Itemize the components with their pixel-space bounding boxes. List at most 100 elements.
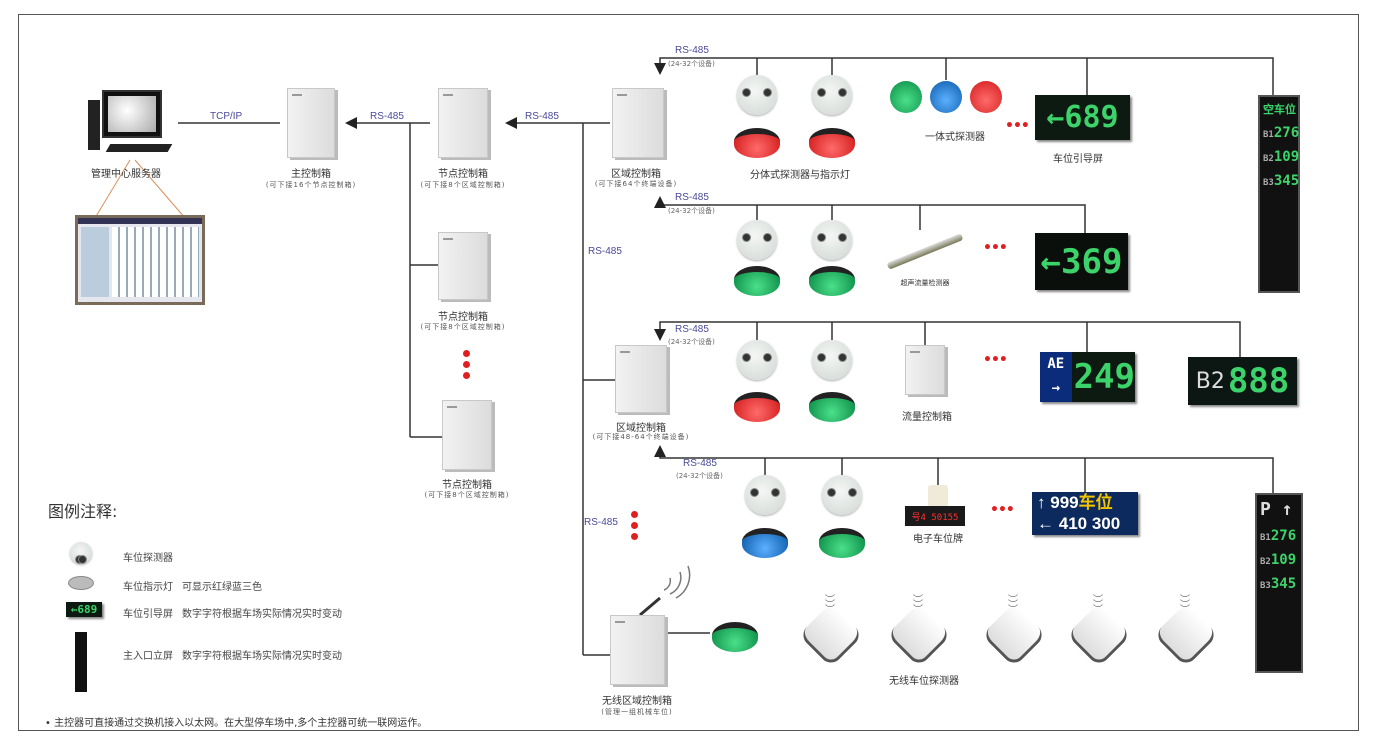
bus-1: [654, 57, 1274, 95]
totem-floor: B1: [1260, 533, 1271, 543]
node-box-label: 节点控制箱: [438, 169, 488, 180]
bus-capacity: (24-32个设备): [668, 207, 715, 215]
more-dot: [631, 533, 638, 540]
indicator-lamp-green: [819, 528, 865, 558]
guide-screen-label: 车位引导屏: [1053, 154, 1103, 165]
guide-screen-blue: ↑ 999车位 ← 410 300 →: [1032, 492, 1138, 554]
node-box-sub: (可下接8个区域控制箱): [420, 181, 506, 189]
signal-icon: ︶︶︶: [913, 595, 923, 616]
totem-floor: B2: [1263, 154, 1274, 164]
bus-3: [654, 321, 1241, 357]
server-computer: [88, 90, 178, 160]
totem-count: 109: [1270, 552, 1297, 568]
more-dot: [463, 361, 470, 368]
screen-arrow: →: [1051, 380, 1060, 396]
indicator-lamp-red: [809, 128, 855, 158]
screen-count: 999: [1050, 493, 1079, 512]
legend-detector-icon: [70, 542, 92, 564]
signal-icon: ︶︶︶: [1093, 595, 1103, 616]
guide-screen-ae: AE → 249: [1040, 352, 1135, 402]
ultrasonic-label: 超声流量检测器: [900, 279, 950, 287]
totem-floor: B3: [1263, 178, 1274, 188]
totem-count: 345: [1270, 576, 1297, 592]
guide-screen-dotmatrix: ←369: [1035, 233, 1128, 290]
parking-detector: [745, 475, 785, 515]
more-dot: [631, 522, 638, 529]
rs485-label: RS-485: [675, 45, 709, 56]
server-label: 管理中心服务器: [91, 169, 161, 180]
screen-count: 888: [1227, 361, 1290, 401]
region-box-label: 区域控制箱: [611, 169, 661, 180]
bus-capacity: (24-32个设备): [676, 472, 723, 480]
indicator-lamp-green: [712, 622, 758, 652]
totem-floor: B2: [1260, 557, 1271, 567]
more-dots: •••: [983, 352, 1008, 368]
legend-label: 车位探测器: [123, 553, 173, 564]
legend-desc: 数字字符根据车场实际情况实时变动: [182, 609, 342, 620]
main-box-sub: (可下接16个节点控制箱): [265, 181, 357, 189]
screen-zone-text: AE: [1047, 356, 1065, 372]
diagram-frame: [18, 14, 1359, 731]
indicator-lamp-green: [809, 266, 855, 296]
wireless-box-label: 无线区域控制箱: [602, 696, 672, 707]
indicator-lamp-blue: [742, 528, 788, 558]
node-control-box: [442, 400, 492, 470]
indicator-lamp-red: [734, 128, 780, 158]
more-dot: [463, 350, 470, 357]
split-detector-label: 分体式探测器与指示灯: [750, 170, 850, 181]
legend-screen-icon: ←689: [66, 602, 102, 617]
rs485-label: RS-485: [683, 458, 717, 469]
totem-count: 109: [1273, 149, 1300, 165]
more-dots: •••: [1005, 118, 1030, 134]
indicator-lamp-green: [734, 266, 780, 296]
wireless-box-sub: (管理一组机械车位): [601, 708, 673, 716]
parking-detector: [737, 75, 777, 115]
plate-label: 电子车位牌: [913, 534, 963, 545]
more-dots: •••: [990, 502, 1015, 518]
node-box-sub: (可下接8个区域控制箱): [424, 491, 510, 499]
indicator-lamp-green: [809, 392, 855, 422]
more-dot: [631, 511, 638, 518]
bus-capacity: (24-32个设备): [668, 60, 715, 68]
screen-count: 249: [1073, 357, 1135, 397]
node-box-sub: (可下接8个区域控制箱): [420, 323, 506, 331]
node-control-box: [438, 88, 488, 158]
parking-detector: [812, 220, 852, 260]
rs485-label: RS-485: [584, 517, 618, 528]
more-dots: •••: [983, 240, 1008, 256]
screen-counts: 410 300: [1058, 514, 1121, 533]
totem-count: 276: [1273, 125, 1300, 141]
totem-floor: B1: [1263, 130, 1274, 140]
footnote: • 主控器可直接通过交换机接入以太网。在大型停车场中,多个主控器可统一联网运作。: [45, 718, 428, 729]
signal-icon: ︶︶︶: [825, 595, 835, 616]
tcp-label: TCP/IP: [210, 111, 243, 122]
rs485-label: RS-485: [588, 246, 622, 257]
screen-floor: B2: [1195, 368, 1225, 394]
parking-detector: [822, 475, 862, 515]
management-software-screenshot: [75, 215, 205, 305]
more-dot: [463, 372, 470, 379]
totem-title: P ↑: [1260, 499, 1293, 520]
guide-screen: ←689: [1035, 95, 1130, 140]
screen-text: 车位: [1078, 493, 1113, 512]
totem-floor: B3: [1260, 581, 1271, 591]
wireless-region-box: [610, 615, 665, 685]
main-box-label: 主控制箱: [291, 169, 331, 180]
parking-detector: [812, 340, 852, 380]
legend-label: 车位指示灯: [123, 582, 173, 593]
parking-detector: [737, 340, 777, 380]
footnote-text: 主控器可直接通过交换机接入以太网。在大型停车场中,多个主控器可统一联网运作。: [54, 718, 428, 729]
flow-box-label: 流量控制箱: [902, 412, 952, 423]
signal-icon: ︶︶︶: [1008, 595, 1018, 616]
entrance-totem: 空车位 B1276 B2109 B3345: [1258, 95, 1300, 293]
legend-title: 图例注释:: [48, 502, 118, 521]
rs485-label: RS-485: [370, 111, 404, 122]
region-box-sub: (可下接64个终端设备): [594, 180, 678, 188]
wifi-signal-icon: [663, 565, 691, 599]
totem-count: 276: [1270, 528, 1297, 544]
legend-label: 车位引导屏: [123, 609, 173, 620]
node-box-label: 节点控制箱: [438, 312, 488, 323]
legend-label: 主入口立屏: [123, 651, 173, 662]
integrated-detector-label: 一体式探测器: [925, 132, 985, 143]
